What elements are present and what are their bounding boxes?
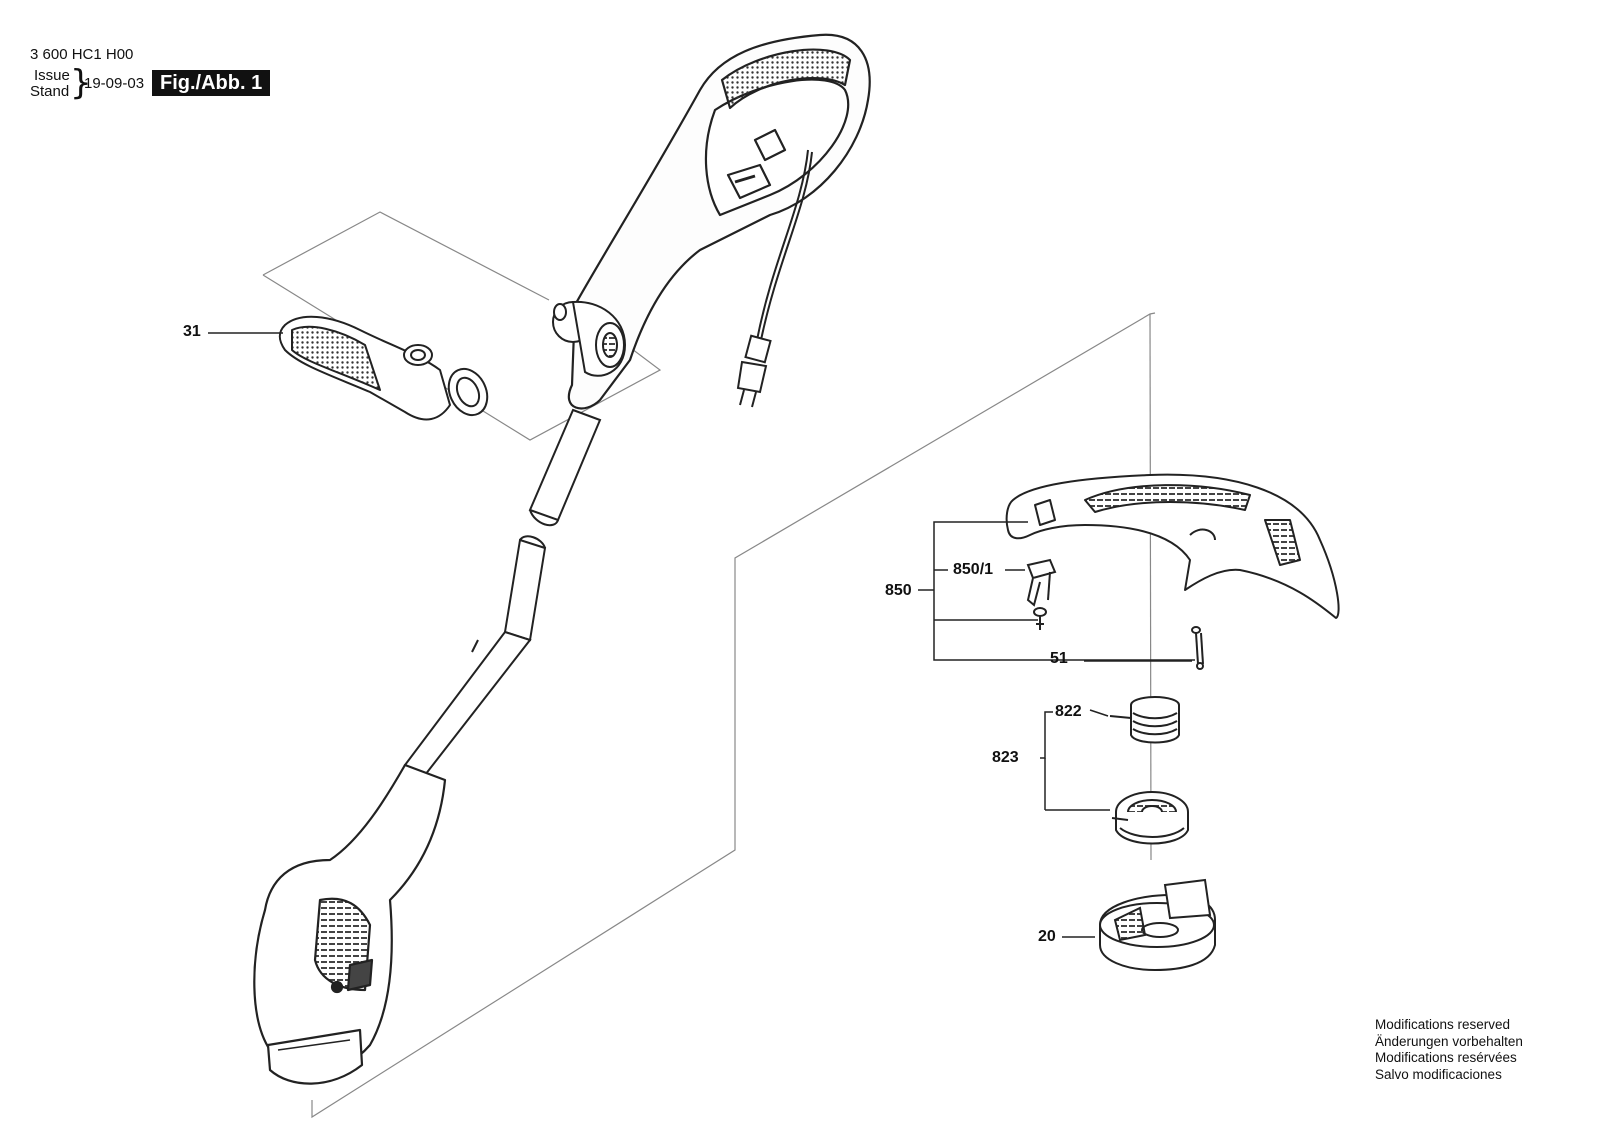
spool-spring — [1109, 696, 1180, 744]
document-number: 3 600 HC1 H00 — [30, 46, 134, 63]
assembly-frame-lines — [262, 211, 1156, 1119]
spool-cap — [1099, 878, 1216, 972]
screws — [1033, 607, 1204, 670]
auxiliary-handle — [278, 315, 489, 421]
trimmer-main-handle — [567, 33, 871, 410]
notice-de: Änderungen vorbehalten — [1375, 1033, 1523, 1049]
telescopic-shaft — [403, 408, 602, 777]
callout-leader-lines — [208, 332, 1195, 938]
modifications-notice: Modifications reserved Änderungen vorbeh… — [1375, 1017, 1523, 1083]
issue-date: 19-09-03 — [84, 75, 145, 92]
guard-clip — [1026, 558, 1057, 607]
issue-label: Issue — [34, 67, 70, 84]
motor-housing — [253, 763, 447, 1085]
handle-rotation-joint — [552, 300, 627, 377]
callout-823: 823 — [992, 749, 1019, 766]
callout-31: 31 — [183, 323, 201, 340]
figure-label: Fig./Abb. 1 — [152, 70, 271, 96]
callout-850: 850 — [885, 582, 912, 599]
callout-850-1: 850/1 — [953, 561, 994, 578]
brace-icon: } — [70, 63, 92, 103]
callout-822: 822 — [1055, 703, 1082, 720]
callout-20: 20 — [1038, 928, 1056, 945]
power-cable-with-plug — [736, 149, 813, 408]
stand-label: Stand — [30, 83, 70, 100]
notice-en: Modifications reserved — [1375, 1017, 1511, 1032]
line-spool — [1111, 791, 1189, 845]
notice-es: Salvo modificaciones — [1375, 1066, 1502, 1082]
blade-guard — [1005, 473, 1340, 619]
notice-fr: Modifications resérvées — [1375, 1050, 1517, 1065]
callout-51: 51 — [1050, 650, 1068, 667]
